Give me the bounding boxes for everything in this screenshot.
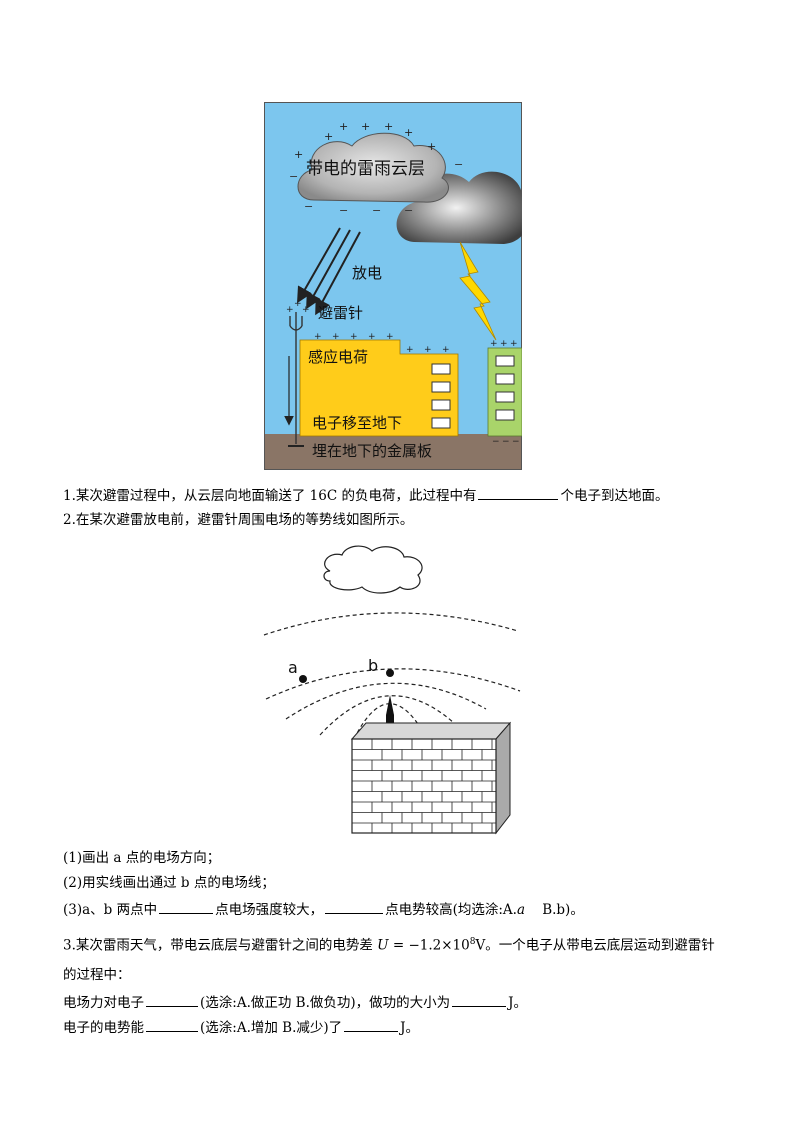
building-plus-charges: + + + + + + + + [314,332,450,355]
svg-text:+: + [406,345,414,355]
svg-text:+: + [339,120,348,133]
building [299,339,459,437]
lightning-rod [289,312,303,444]
svg-text:−: − [512,437,520,447]
ground [264,434,522,470]
svg-text:+: + [368,332,376,342]
brick-building [350,721,512,835]
label-discharge: 放电 [352,264,382,282]
svg-text:+: + [302,305,310,315]
svg-text:+: + [404,126,413,139]
point-b [386,669,394,677]
label-electrons-move: 电子移至地下 [312,414,402,432]
q3-energy-value-blank[interactable] [344,1017,399,1032]
svg-text:+: + [386,332,394,342]
question-2-sub3: (3)a、b 两点中点电场强度较大，点电势较高(均选涂:A.a B.b)。 [63,899,584,919]
svg-text:−: − [339,204,348,217]
svg-text:+: + [384,120,393,133]
tower-plus-charges: + + + [490,339,518,349]
figure1-border [264,102,522,470]
q3-work-type-blank[interactable] [146,992,198,1007]
svg-text:+: + [500,339,508,349]
label-point-b: b [368,656,378,675]
svg-text:+: + [350,332,358,342]
svg-text:+: + [332,332,340,342]
svg-text:+: + [294,148,303,161]
question-2-sub1: (1)画出 a 点的电场方向； [63,850,221,866]
q3-work-value-blank[interactable] [452,992,507,1007]
equipotential-diagram: a b [263,545,521,835]
svg-text:+: + [427,140,436,153]
building-windows [431,363,451,429]
q1-answer-blank[interactable] [478,485,559,500]
svg-text:−: − [492,437,500,447]
lightning-bolt [459,241,497,341]
svg-text:−: − [404,204,413,217]
svg-text:+: + [314,332,322,342]
label-rod: 避雷针 [318,304,363,322]
lightning-rod-illustration: 带电的雷雨云层 + + + + + + + − − − − − − 放电 + +… [264,102,522,470]
cloud-plus-charges: + + + + + + + [294,120,436,161]
rod-plus-charges: + + + [286,299,310,315]
question-3-intro: 3.某次雷雨天气，带电云底层与避雷针之间的电势差 U = −1.2×108V。一… [63,937,715,954]
question-2-sub2: (2)用实线画出通过 b 点的电场线； [63,875,275,891]
svg-text:+: + [424,345,432,355]
label-induced-charge: 感应电荷 [308,348,368,366]
svg-text:−: − [454,158,463,171]
question-3-intro-line2: 的过程中： [63,967,131,983]
svg-text:+: + [510,339,518,349]
q2-sub3-blank-1[interactable] [159,899,214,914]
svg-text:−: − [304,200,313,213]
question-1: 1.某次避雷过程中，从云层向地面输送了 16C 的负电荷，此过程中有个电子到达地… [63,485,668,505]
q2-sub3-blank-2[interactable] [325,899,384,914]
svg-text:+: + [442,345,450,355]
tower-minus-charges: − − − [492,437,520,447]
discharge-arrows [297,227,361,316]
svg-text:+: + [361,120,370,133]
svg-text:+: + [286,305,294,315]
point-a [299,675,307,683]
svg-text:−: − [289,170,298,183]
label-charged-cloud: 带电的雷雨云层 [306,159,425,179]
cloud-minus-charges: − − − − − − [289,158,463,217]
tower-windows [495,355,515,421]
svg-text:+: + [490,339,498,349]
svg-text:−: − [502,437,510,447]
label-metal-plate: 埋在地下的金属板 [312,442,432,460]
q3-energy-change-blank[interactable] [146,1017,198,1032]
svg-text:+: + [324,130,333,143]
question-2-intro: 2.在某次避雷放电前，避雷针周围电场的等势线如图所示。 [63,512,414,528]
charged-cloud [297,132,449,203]
svg-text:−: − [372,204,381,217]
label-point-a: a [288,658,298,677]
svg-text:+: + [294,299,302,309]
small-cloud [323,545,423,594]
